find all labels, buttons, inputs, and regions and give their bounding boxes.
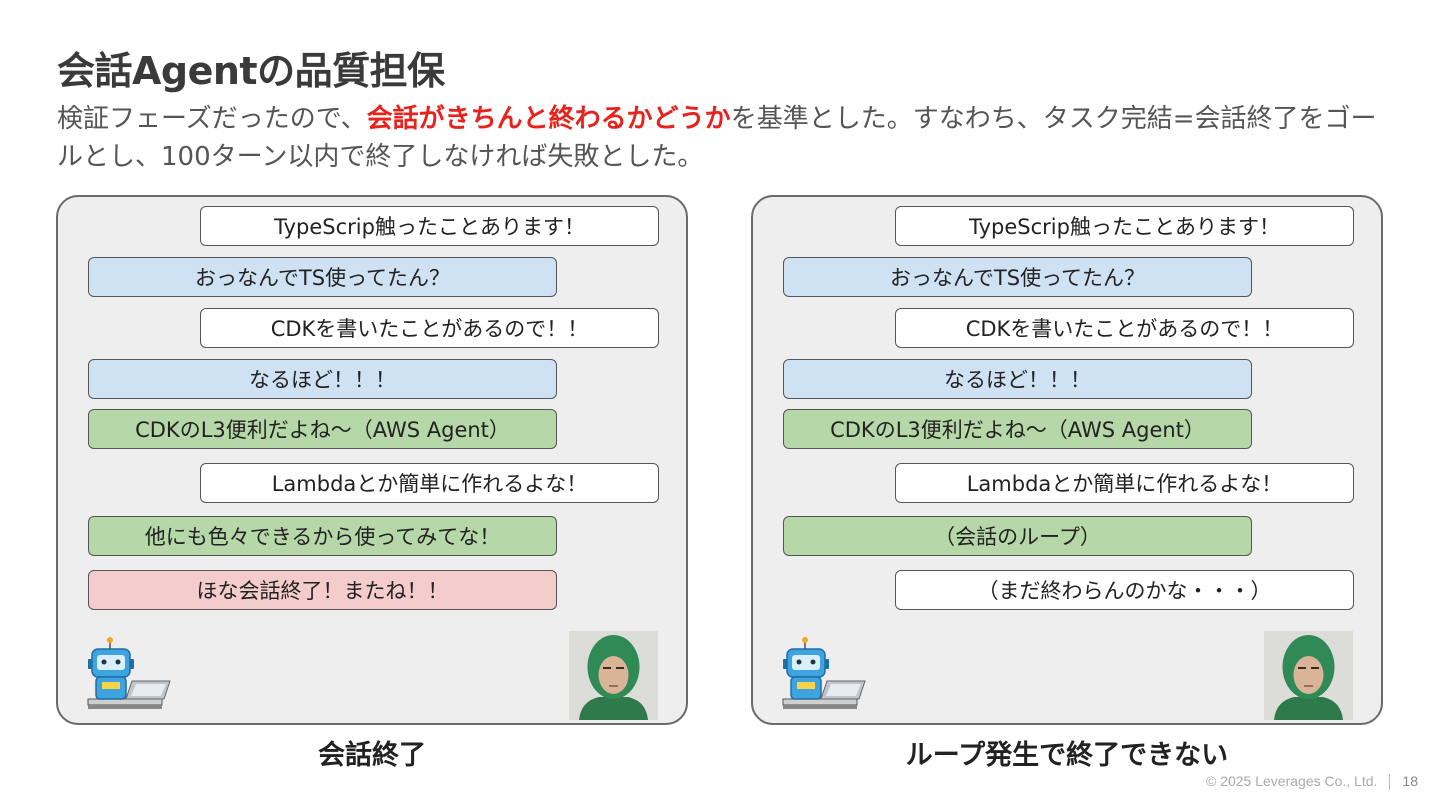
slide-description: 検証フェーズだったので、会話がきちんと終わるかどうかを基準とした。すなわち、タス… [57,100,1387,176]
message-aws-agent: 他にも色々できるから使ってみてな！ [88,516,557,556]
person-photo [569,631,658,720]
page-number: 18 [1402,773,1418,789]
message-user: CDKを書いたことがあるので！！ [200,308,659,348]
conversation-panel-success: TypeScrip触ったことあります！ おっなんでTS使ってたん？ CDKを書い… [56,195,688,725]
message-aws-agent: CDKのL3便利だよね〜（AWS Agent） [783,409,1252,449]
message-user: TypeScrip触ったことあります！ [200,206,659,246]
message-user: Lambdaとか簡単に作れるよな！ [200,463,659,503]
message-aws-agent: CDKのL3便利だよね〜（AWS Agent） [88,409,557,449]
message-ai: なるほど！！！ [88,359,557,399]
message-waiting: （まだ終わらんのかな・・・） [895,570,1354,610]
message-user: TypeScrip触ったことあります！ [895,206,1354,246]
caption-loop: ループ発生で終了できない [905,740,1229,771]
footer-divider [1389,774,1391,791]
desc-text-after: を基準とした。すなわち、タスク完結=会話終了をゴールとし、100ターン以内で終了… [57,104,1377,172]
robot-icon [87,637,171,709]
person-photo [1264,631,1353,720]
robot-icon [782,637,866,709]
message-user: CDKを書いたことがあるので！！ [895,308,1354,348]
message-user: Lambdaとか簡単に作れるよな！ [895,463,1354,503]
message-ai: なるほど！！！ [783,359,1252,399]
slide-footer: © 2025 Leverages Co., Ltd. 18 [1205,773,1418,791]
message-loop: （会話のループ） [783,516,1252,556]
desc-text-before: 検証フェーズだったので、 [57,104,367,134]
conversation-panel-loop: TypeScrip触ったことあります！ おっなんでTS使ってたん？ CDKを書い… [751,195,1383,725]
message-end: ほな会話終了！またね！！ [88,570,557,610]
caption-success: 会話終了 [318,740,426,771]
desc-highlight: 会話がきちんと終わるかどうか [366,104,731,134]
slide-title: 会話Agentの品質担保 [57,49,445,93]
message-ai: おっなんでTS使ってたん？ [88,257,557,297]
message-ai: おっなんでTS使ってたん？ [783,257,1252,297]
copyright-text: © 2025 Leverages Co., Ltd. [1205,773,1378,789]
